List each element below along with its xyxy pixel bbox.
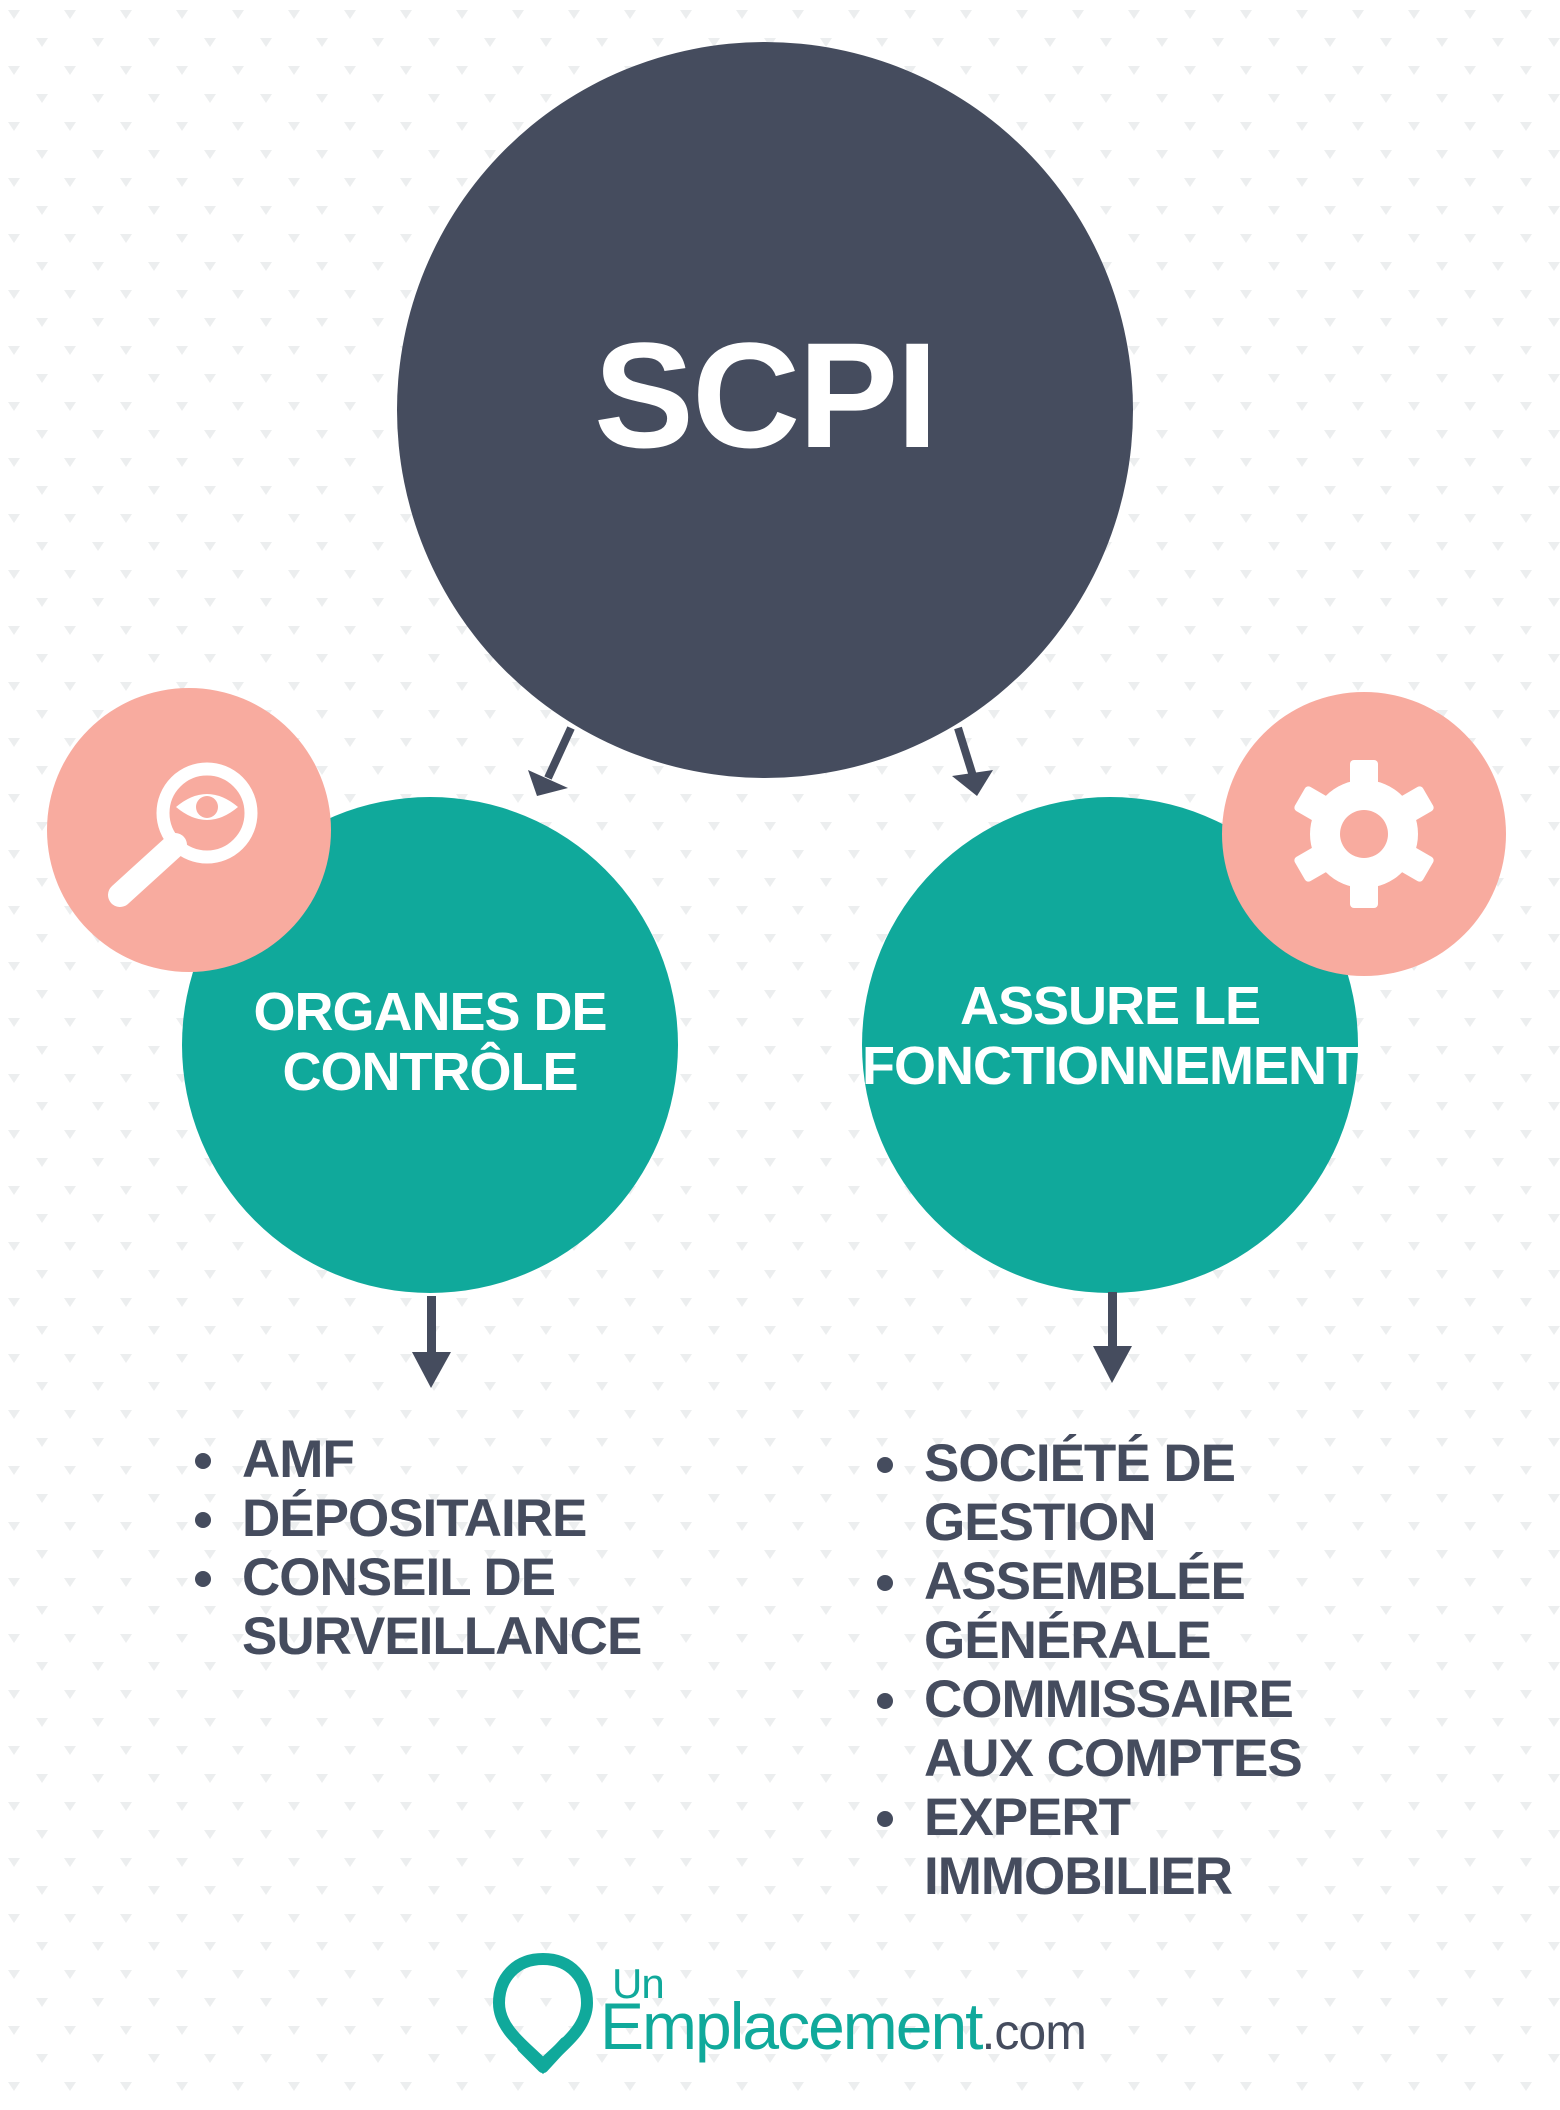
right-item-list: SOCIÉTÉ DE GESTION ASSEMBLÉE GÉNÉRALE CO…: [877, 1434, 1337, 1906]
magnifying-glass-eye-icon: [108, 762, 258, 907]
left-icon-badge: [47, 688, 331, 972]
left-node-label-line: CONTRÔLE: [282, 1042, 579, 1103]
logo-line-1: Un: [612, 1960, 665, 2007]
logo-line-2: Emplacement.com: [600, 1988, 1087, 2064]
map-pin-check-icon: [492, 1952, 594, 2075]
right-node-label-line: FONCTIONNEMENT: [862, 1036, 1359, 1097]
arrow-right-to-items: [1093, 1292, 1132, 1383]
arrow-root-to-left: [528, 726, 575, 796]
gear-icon: [1294, 760, 1434, 908]
list-item: COMMISSAIRE AUX COMPTES: [877, 1670, 1337, 1788]
right-node: [862, 797, 1358, 1293]
list-item: CONSEIL DE SURVEILLANCE: [195, 1548, 655, 1666]
list-item: EXPERT IMMOBILIER: [877, 1788, 1337, 1906]
left-node: [182, 797, 678, 1293]
arrow-left-to-items: [412, 1296, 451, 1388]
left-node-label-line: ORGANES DE: [253, 982, 607, 1042]
right-node-label: ASSURE LE FONCTIONNEMENT: [860, 976, 1360, 1097]
left-node-label: ORGANES DE CONTRÔLE: [180, 982, 680, 1103]
root-node: [397, 42, 1133, 778]
logo-name: Emplacement: [600, 1989, 984, 2063]
brand-logo: Un Emplacement.com: [492, 1950, 1087, 2070]
left-item-list: AMF DÉPOSITAIRE CONSEIL DE SURVEILLANCE: [195, 1430, 655, 1666]
list-item: DÉPOSITAIRE: [195, 1489, 655, 1548]
list-item: AMF: [195, 1430, 655, 1489]
list-item: SOCIÉTÉ DE GESTION: [877, 1434, 1337, 1552]
right-node-label-line: ASSURE LE: [959, 976, 1261, 1036]
right-icon-badge: [1222, 692, 1506, 976]
list-item: ASSEMBLÉE GÉNÉRALE: [877, 1552, 1337, 1670]
root-label: SCPI: [593, 311, 938, 479]
arrow-root-to-right: [952, 726, 993, 796]
logo-tld: .com: [981, 2004, 1087, 2060]
